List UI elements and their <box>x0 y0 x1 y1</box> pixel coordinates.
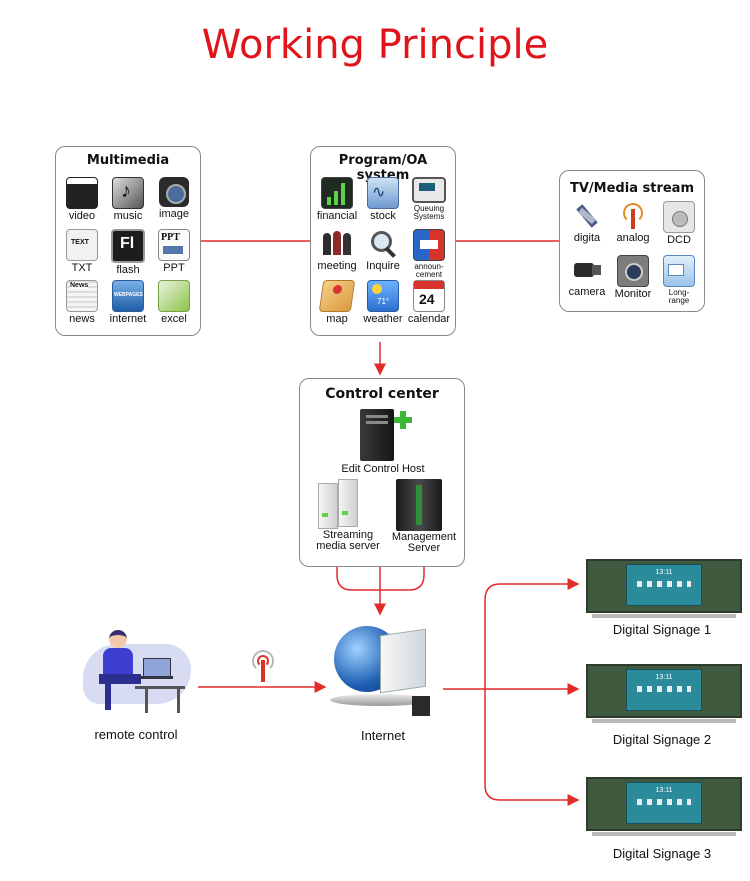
tvmedia-item-analog: analog <box>603 201 663 244</box>
internet-globe-icon <box>330 626 436 722</box>
newspaper-icon: News <box>66 280 98 312</box>
multimedia-box: Multimedia video ♪ music image TEXT TXT … <box>55 146 201 336</box>
video-camera-icon <box>572 255 602 285</box>
program-item-inquire: Inquire <box>353 229 413 272</box>
tvmedia-item-long-range: Long-range <box>649 255 709 305</box>
control-host-icon <box>360 409 394 461</box>
magnifier-icon <box>368 229 398 259</box>
tvmedia-item-monitor: Monitor <box>603 255 663 300</box>
program-item-calendar: 24 calendar <box>399 280 459 325</box>
flash-icon: Fl <box>111 229 145 263</box>
control-host-label: Edit Control Host <box>341 463 425 475</box>
camera-icon <box>159 177 189 207</box>
add-plus-icon <box>394 411 412 429</box>
monitor-camera-icon <box>617 255 649 287</box>
digital-signage-1-label: Digital Signage 1 <box>612 622 712 637</box>
loop-servers <box>336 556 425 591</box>
multimedia-item-internet: WEBPAGES internet <box>98 280 158 325</box>
internet-label: Internet <box>360 728 406 743</box>
tvmedia-title: TV/Media stream <box>570 181 694 196</box>
program-item-financial: financial <box>307 177 367 222</box>
satellite-icon <box>572 201 602 231</box>
control-center-title: Control center <box>325 386 439 402</box>
tvmedia-item-dcd: DCD <box>649 201 709 246</box>
multimedia-item-news: News news <box>52 280 112 325</box>
program-box: Program/OA system financial ∿ stock Queu… <box>310 146 456 336</box>
digital-signage-3-label: Digital Signage 3 <box>612 846 712 861</box>
multimedia-item-flash: Fl flash <box>98 229 158 276</box>
management-server-icon <box>396 479 442 531</box>
long-range-icon <box>663 255 695 287</box>
streaming-server-icon <box>318 477 362 529</box>
multimedia-item-txt: TEXT TXT <box>52 229 112 274</box>
program-item-weather: 71° weather <box>353 280 413 325</box>
remote-control-label: remote control <box>94 727 178 742</box>
management-server-label: Management Server <box>391 531 457 554</box>
calendar-icon: 24 <box>413 280 445 312</box>
digital-signage-2-label: Digital Signage 2 <box>612 732 712 747</box>
music-note-icon: ♪ <box>112 177 144 209</box>
program-item-queuing: Queuing Systems <box>399 177 459 221</box>
stock-icon: ∿ <box>367 177 399 209</box>
program-item-announcement: announ-cement <box>399 229 459 279</box>
tvmedia-item-camera: camera <box>557 255 617 298</box>
announcement-icon <box>413 229 445 261</box>
tvmedia-item-digita: digita <box>557 201 617 244</box>
digital-signage-1-screen: 13:11 <box>586 559 742 618</box>
people-icon <box>322 229 352 259</box>
multimedia-item-image: image <box>144 177 204 220</box>
digital-signage-2-screen: 13:11 <box>586 664 742 723</box>
program-item-meeting: meeting <box>307 229 367 272</box>
excel-icon <box>158 280 190 312</box>
multimedia-title: Multimedia <box>86 153 170 168</box>
program-item-stock: ∿ stock <box>353 177 413 222</box>
tvmedia-box: TV/Media stream digita analog DCD camera… <box>559 170 705 312</box>
control-center-box: Control center Edit Control Host Streami… <box>299 378 465 567</box>
multimedia-item-excel: excel <box>144 280 204 325</box>
map-icon <box>318 280 356 312</box>
branch-signage <box>484 583 501 801</box>
multimedia-item-ppt: PPT PPT <box>144 229 204 274</box>
queuing-icon <box>412 177 446 203</box>
weather-icon: 71° <box>367 280 399 312</box>
ppt-icon: PPT <box>158 229 190 261</box>
dcd-icon <box>663 201 695 233</box>
antenna-icon <box>618 201 648 231</box>
multimedia-item-video: video <box>52 177 112 222</box>
bar-chart-icon <box>321 177 353 209</box>
text-file-icon: TEXT <box>66 229 98 261</box>
webpage-icon: WEBPAGES <box>112 280 144 312</box>
page-title: Working Principle <box>201 22 549 68</box>
streaming-server-label: Streaming media server <box>316 529 380 552</box>
remote-control-illustration <box>75 630 193 716</box>
program-item-map: map <box>307 280 367 325</box>
wireless-signal-icon <box>246 648 282 682</box>
clapperboard-icon <box>66 177 98 209</box>
multimedia-item-music: ♪ music <box>98 177 158 222</box>
digital-signage-3-screen: 13:11 <box>586 777 742 836</box>
